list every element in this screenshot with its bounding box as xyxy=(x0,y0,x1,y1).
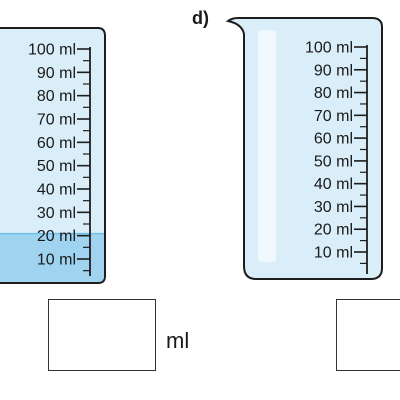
beaker-c-scale-label: 20 ml xyxy=(37,228,76,245)
beaker-c-scale-label: 30 ml xyxy=(37,205,76,222)
beaker-c-scale: 100 ml 90 ml 80 ml 70 ml 60 ml 50 ml 40 ml 30 m… xyxy=(28,42,90,272)
beaker-c-scale-label: 80 ml xyxy=(37,88,76,105)
beaker-d-scale-label: 10 ml xyxy=(314,245,353,262)
beaker-c: 100 ml 90 ml 80 ml 70 ml 60 ml 50 ml 40 ml 30 m… xyxy=(0,27,106,284)
answer-box-c[interactable] xyxy=(48,299,156,371)
part-letter-d: d) xyxy=(192,8,209,28)
beaker-d-scale-label: 100 ml xyxy=(305,40,353,57)
beaker-d-scale-label: 60 ml xyxy=(314,131,353,148)
beaker-d-scale-label: 80 ml xyxy=(314,85,353,102)
beaker-d-scale-label: 30 ml xyxy=(314,199,353,216)
beaker-c-scale-label: 70 ml xyxy=(37,112,76,129)
beaker-c-scale-label: 40 ml xyxy=(37,182,76,199)
answer-unit-c: ml xyxy=(166,328,190,353)
beaker-d-scale-label: 70 ml xyxy=(314,108,353,125)
beaker-c-water xyxy=(0,233,104,282)
beaker-d-scale-label: 20 ml xyxy=(314,222,353,239)
beaker-d-scale-label: 50 ml xyxy=(314,153,353,170)
beaker-d-scale: 100 ml 90 ml 80 ml 70 ml 60 ml 50 ml 40 ml 30 m… xyxy=(305,40,367,264)
beaker-c-scale-label: 50 ml xyxy=(37,158,76,175)
beaker-d-scale-label: 40 ml xyxy=(314,176,353,193)
beaker-d-highlight xyxy=(258,30,276,262)
beaker-c-scale-label: 60 ml xyxy=(37,135,76,152)
beaker-d-glass xyxy=(225,17,383,280)
beaker-c-scale-label: 90 ml xyxy=(37,65,76,82)
beaker-c-glass xyxy=(0,27,106,284)
answer-box-d[interactable] xyxy=(336,299,400,371)
beaker-d-scale-label: 90 ml xyxy=(314,62,353,79)
beaker-d: 100 ml 90 ml 80 ml 70 ml 60 ml 50 ml 40 ml 30 m… xyxy=(225,17,383,280)
beaker-c-scale-label: 10 ml xyxy=(37,252,76,269)
beaker-c-scale-label: 100 ml xyxy=(28,42,76,59)
